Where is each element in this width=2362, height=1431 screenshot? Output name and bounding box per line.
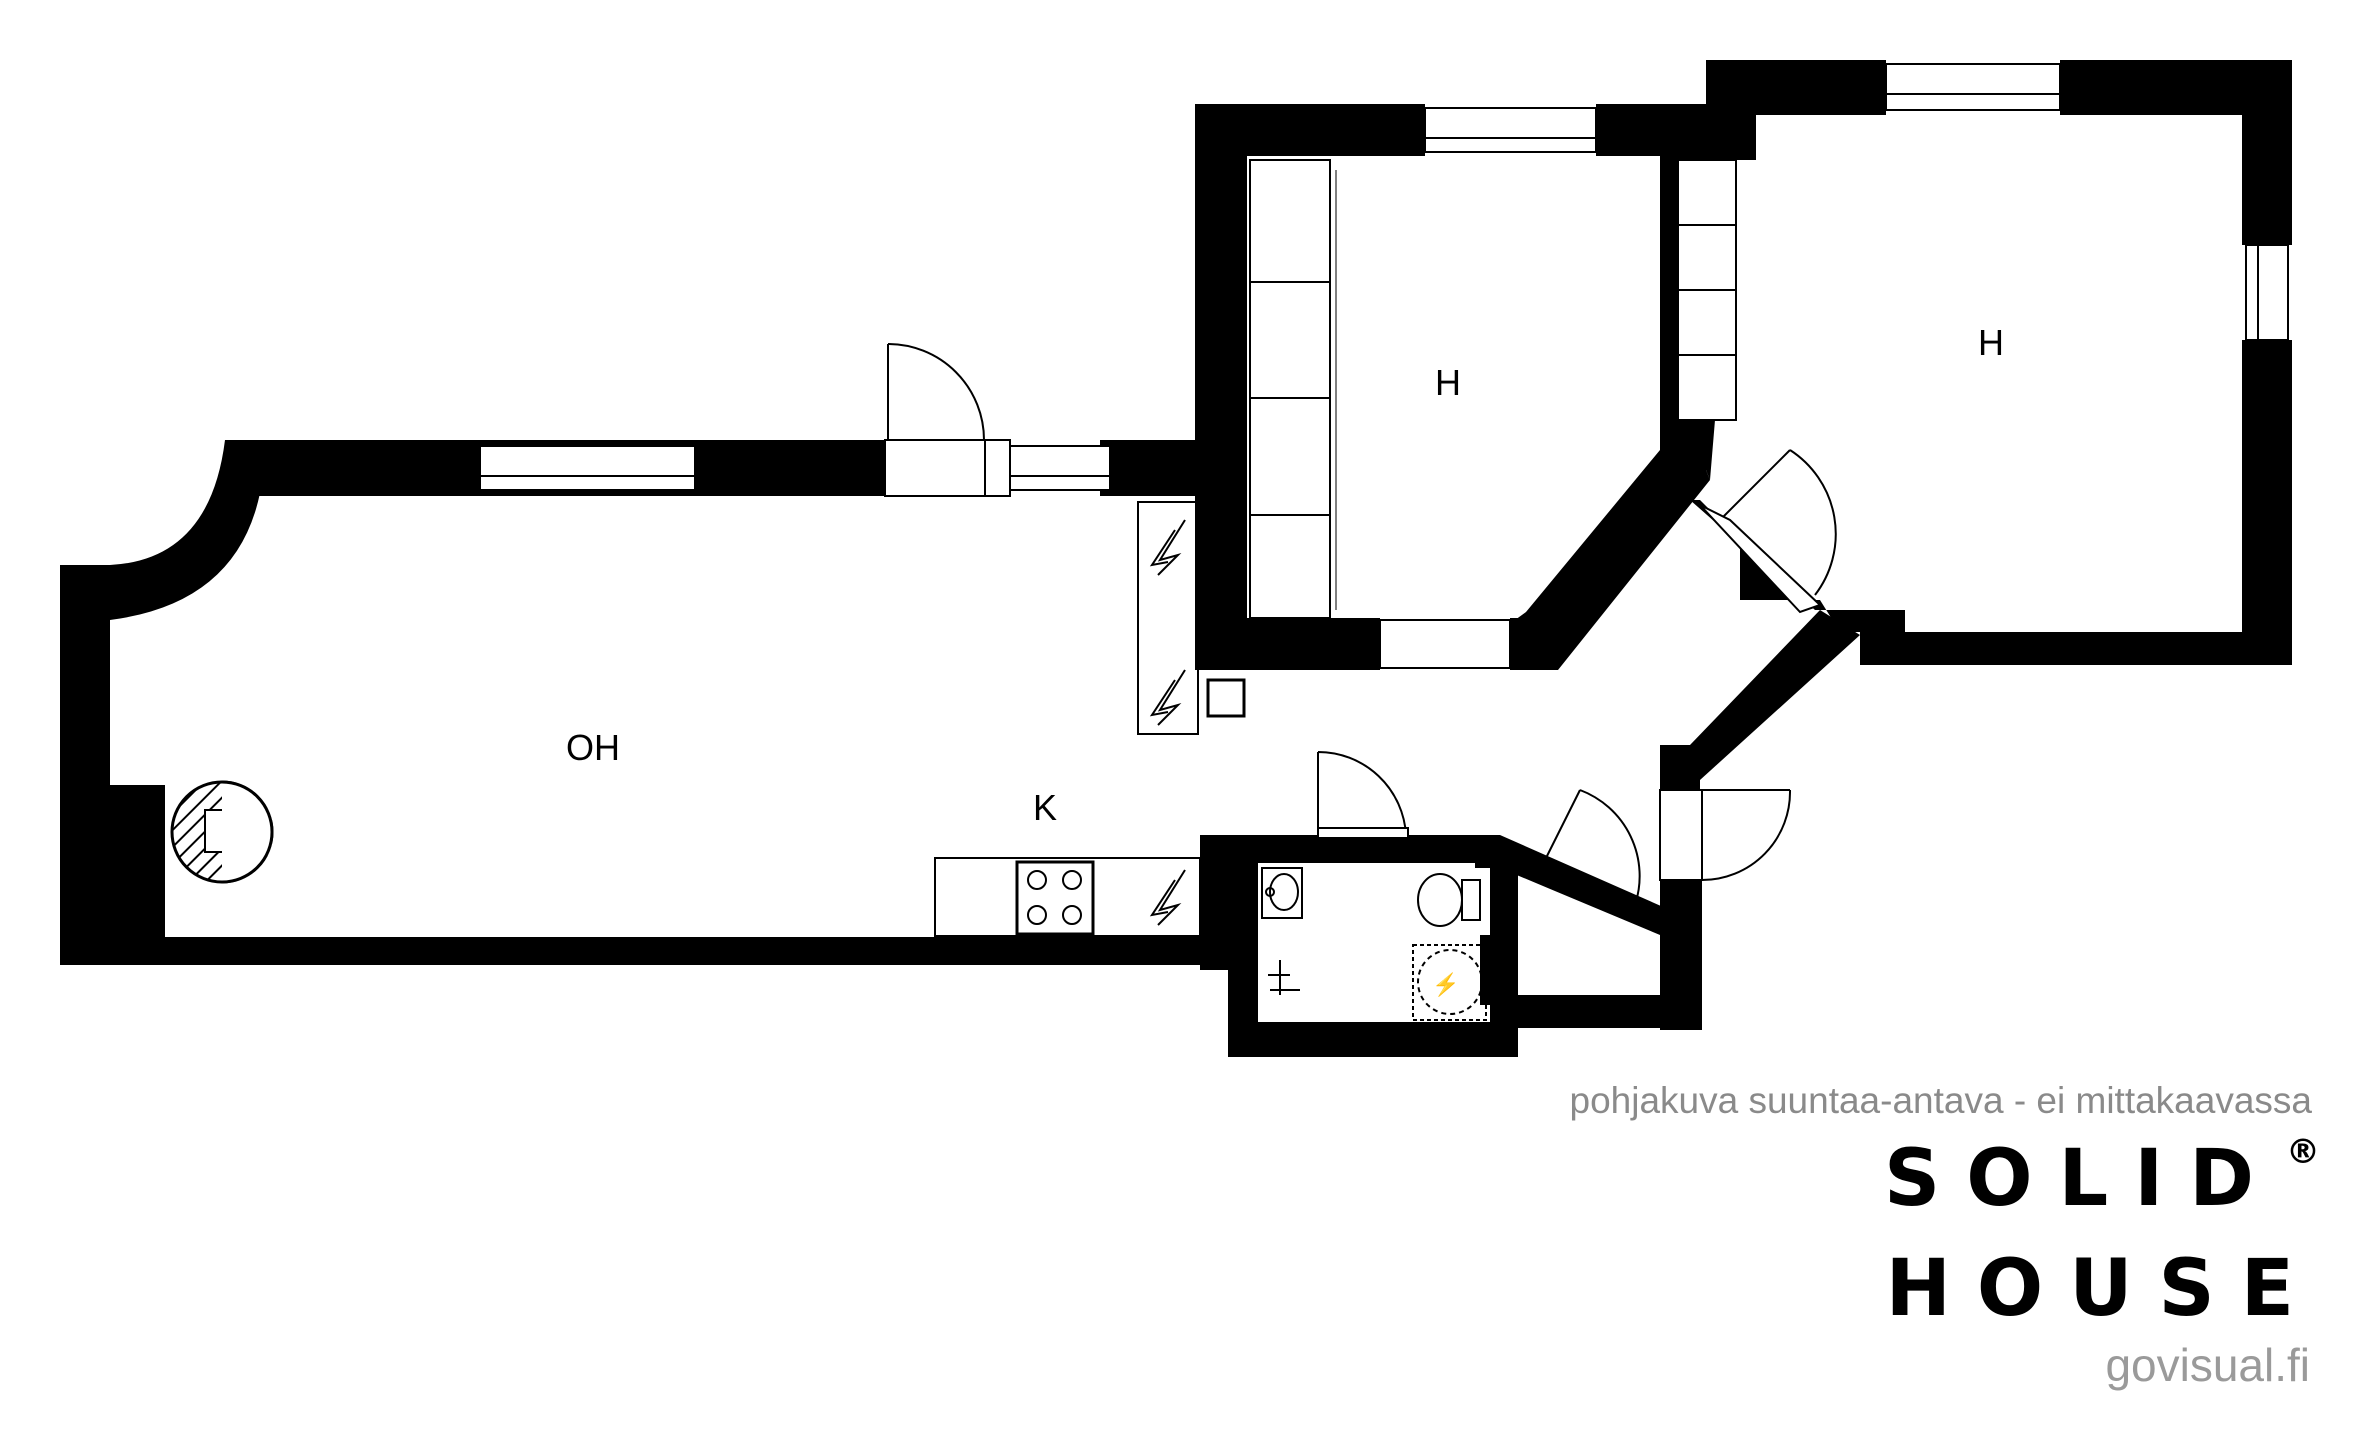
- wall-bath-bottom: [1228, 1022, 1518, 1057]
- electric-panel-icon-kitchen: [1149, 869, 1186, 926]
- kitchen-fixtures: [934, 501, 1246, 937]
- wall-living-bay: [60, 440, 265, 785]
- window-living-1: [479, 445, 696, 491]
- svg-text:⚡: ⚡: [1432, 972, 1459, 998]
- door-bath: [1317, 750, 1407, 836]
- kitchen-counter: [934, 857, 1201, 937]
- door-wc: [1539, 789, 1641, 906]
- shower-head-icon: [1268, 960, 1300, 995]
- brand-logo-line-1: SOLID: [1884, 1134, 2280, 1224]
- doors: [884, 343, 1837, 906]
- wall-b1-diagonal: [1515, 104, 1710, 670]
- plan-disclaimer: pohjakuva suuntaa-antava - ei mittakaava…: [1569, 1080, 2313, 1121]
- room-label-bedroom-1: H: [1435, 362, 1461, 403]
- wardrobe-b1: [1249, 159, 1331, 619]
- wall-wc-bottom: [1490, 995, 1702, 1028]
- room-label-living: OH: [566, 727, 620, 768]
- shower-icon: ⚡: [1412, 944, 1487, 1021]
- door-hall: [1701, 789, 1792, 881]
- window-living-2: [1009, 445, 1111, 491]
- window-b1-bottom: [1379, 619, 1511, 669]
- room-label-kitchen: K: [1033, 787, 1057, 828]
- window-b2-top: [1885, 63, 2061, 111]
- square-fixture: [1206, 678, 1246, 718]
- door-entrance: [887, 343, 985, 441]
- wall-b2-bottom-step: [1860, 610, 1905, 665]
- window-b1-top: [1424, 107, 1597, 153]
- electric-panel-icon-mid: [1149, 669, 1186, 726]
- room-label-bedroom-2: H: [1978, 322, 2004, 363]
- sink-icon: [1261, 867, 1303, 919]
- wall-bath-top-diag: [1475, 835, 1670, 935]
- wardrobes: [1249, 159, 1737, 619]
- door-bedroom-2: [1719, 449, 1837, 596]
- wall-hall-diagonal: [1660, 610, 1860, 780]
- wall-b2-right-top: [2242, 60, 2292, 245]
- electric-panel-icon-top: [1149, 519, 1186, 576]
- walls: [60, 60, 2292, 1057]
- website-credit: govisual.fi: [2105, 1339, 2310, 1391]
- wall-b2-bottom: [1860, 632, 2292, 665]
- stove-icon: [1015, 860, 1095, 936]
- toilet-icon: [1417, 873, 1481, 927]
- windows: [479, 63, 2289, 669]
- fireplace-icon: [170, 780, 274, 884]
- brand-logo-line-2: HOUSE: [1885, 1244, 2320, 1334]
- wall-living-left-thick: [60, 785, 165, 965]
- registered-mark: ®: [2286, 1132, 2320, 1172]
- wall-living-bottom: [60, 937, 1225, 965]
- wall-b2-right-bottom: [2242, 340, 2292, 665]
- wall-bath-left: [1228, 835, 1258, 1057]
- fridge-counter: [1137, 501, 1199, 735]
- window-b2-right: [2245, 244, 2289, 341]
- wall-b2-top-step: [1706, 60, 1756, 160]
- bathroom-fixtures: ⚡: [1261, 867, 1487, 1021]
- wall-b1-bottom-left: [1195, 618, 1380, 670]
- wall-b1-left: [1195, 104, 1247, 669]
